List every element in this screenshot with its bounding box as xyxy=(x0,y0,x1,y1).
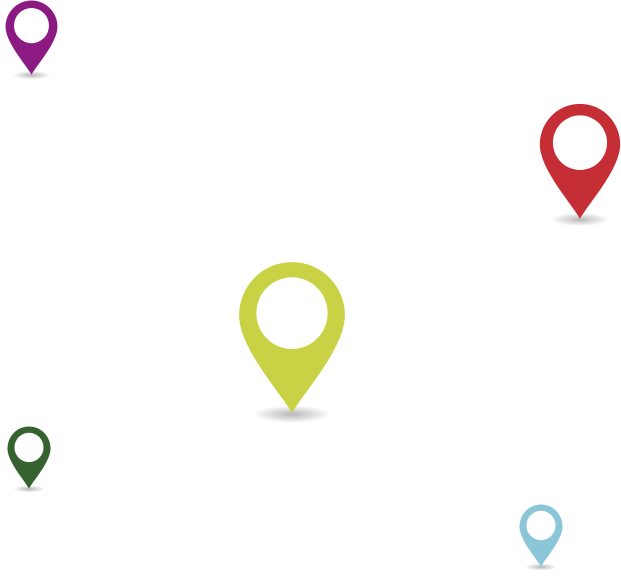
pin-shadow xyxy=(253,405,331,423)
map-pin-icon-light-blue xyxy=(519,504,563,571)
map-pin-icon-purple xyxy=(5,0,58,80)
map-pin-icon-yellow-green xyxy=(238,261,346,424)
pin-shadow xyxy=(13,485,45,493)
pin-hole xyxy=(256,277,328,350)
pin-hole xyxy=(552,115,608,170)
pin-hole xyxy=(14,432,44,463)
map-pin-icon-red xyxy=(539,103,621,227)
pin-shadow xyxy=(550,212,610,227)
pin-shadow xyxy=(12,70,51,80)
pin-shadow xyxy=(525,563,557,571)
pin-hole xyxy=(14,8,49,44)
pin-hole xyxy=(526,510,556,541)
map-pin-icon-dark-green xyxy=(7,426,51,493)
